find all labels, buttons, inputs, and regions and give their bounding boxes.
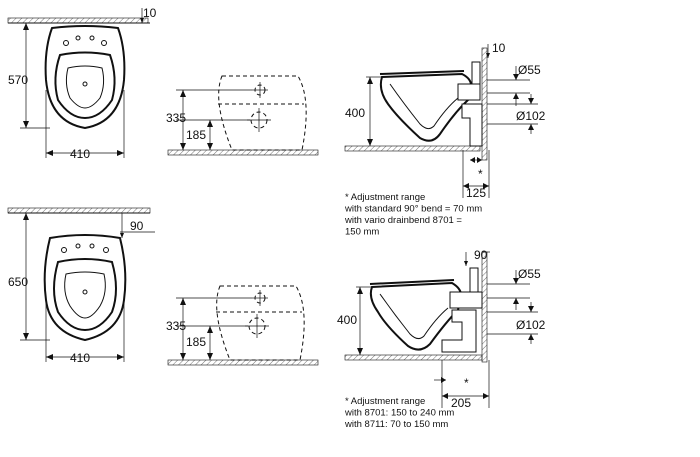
drain-bend	[441, 309, 477, 353]
width-label: 410	[70, 147, 90, 161]
height-label: 400	[345, 106, 365, 120]
flush-mark	[82, 289, 88, 295]
width-label: 410	[70, 351, 90, 365]
flush-pipe	[469, 267, 479, 293]
adjustment-star: *	[478, 167, 483, 181]
adjustment-note: * Adjustment range with 8701: 150 to 240…	[344, 396, 457, 430]
pan-front-outline	[216, 285, 305, 361]
top-front-view: 335 185	[166, 75, 319, 156]
hinge-hole	[75, 35, 81, 41]
flush-pipe	[471, 61, 481, 85]
top-plan-view: 570 410 10	[7, 6, 157, 161]
seat-outline	[53, 258, 117, 332]
hinge-hole	[89, 243, 95, 249]
offset-label: 205	[451, 396, 471, 410]
hinge-hole	[89, 35, 95, 41]
floor-line	[344, 145, 481, 152]
hinge-hole	[61, 247, 67, 253]
seat-outline	[54, 51, 116, 120]
gap-label: 90	[474, 248, 488, 262]
pipe-diameter-small: Ø55	[518, 63, 541, 77]
pan-body	[379, 72, 472, 142]
height2-label: 185	[186, 128, 206, 142]
gap-label: 90	[130, 219, 144, 233]
seat-profile	[369, 279, 455, 285]
fixing-point-lower	[247, 108, 271, 132]
fixing-point-upper	[252, 290, 268, 306]
height2-label: 185	[186, 335, 206, 349]
pan-trap	[379, 293, 449, 340]
hinge-hole	[103, 247, 109, 253]
wall-line	[7, 207, 151, 214]
adjustment-note: * Adjustment range with standard 90° ben…	[344, 192, 485, 238]
seat-profile	[379, 70, 465, 75]
floor-line	[167, 149, 319, 156]
bowl-outline	[43, 234, 127, 342]
height1-label: 335	[166, 111, 186, 125]
height-label: 400	[337, 313, 357, 327]
pipe-diameter-large: Ø102	[516, 318, 546, 332]
fixing-point-upper	[252, 82, 268, 98]
pan-trap	[389, 83, 459, 130]
flush-mark	[82, 81, 88, 87]
hinge-hole	[63, 40, 69, 46]
offset-label: 125	[466, 186, 486, 200]
pipe-diameter-large: Ø102	[516, 109, 546, 123]
hinge-hole	[101, 40, 107, 46]
connector-pipe	[457, 83, 481, 101]
wall-line	[7, 17, 149, 24]
seat-opening	[65, 65, 105, 109]
bottom-plan-view: 650 410 90	[7, 207, 155, 365]
pipe-diameter-small: Ø55	[518, 267, 541, 281]
seat-opening	[64, 271, 106, 319]
bottom-side-view: 400 90 Ø55 Ø102 205 * * Adjustment rang	[337, 248, 546, 430]
connector-pipe	[449, 291, 483, 309]
bottom-front-view: 335 185	[166, 285, 319, 366]
wall	[481, 47, 488, 161]
floor-line	[167, 359, 319, 366]
pan-front-outline	[218, 75, 307, 151]
bowl-outline	[44, 25, 126, 130]
fixing-point-lower	[245, 314, 269, 338]
drain-bend	[461, 103, 483, 147]
depth-label: 570	[8, 73, 28, 87]
hinge-hole	[75, 243, 81, 249]
wall	[481, 251, 488, 363]
gap-label: 10	[143, 6, 157, 20]
gap-label: 10	[492, 41, 506, 55]
height1-label: 335	[166, 319, 186, 333]
top-side-view: 400 10 Ø55 Ø102 125 * * Adjustment rang	[344, 41, 546, 238]
depth-label: 650	[8, 275, 28, 289]
floor-line	[344, 354, 483, 361]
adjustment-star: *	[464, 376, 469, 390]
